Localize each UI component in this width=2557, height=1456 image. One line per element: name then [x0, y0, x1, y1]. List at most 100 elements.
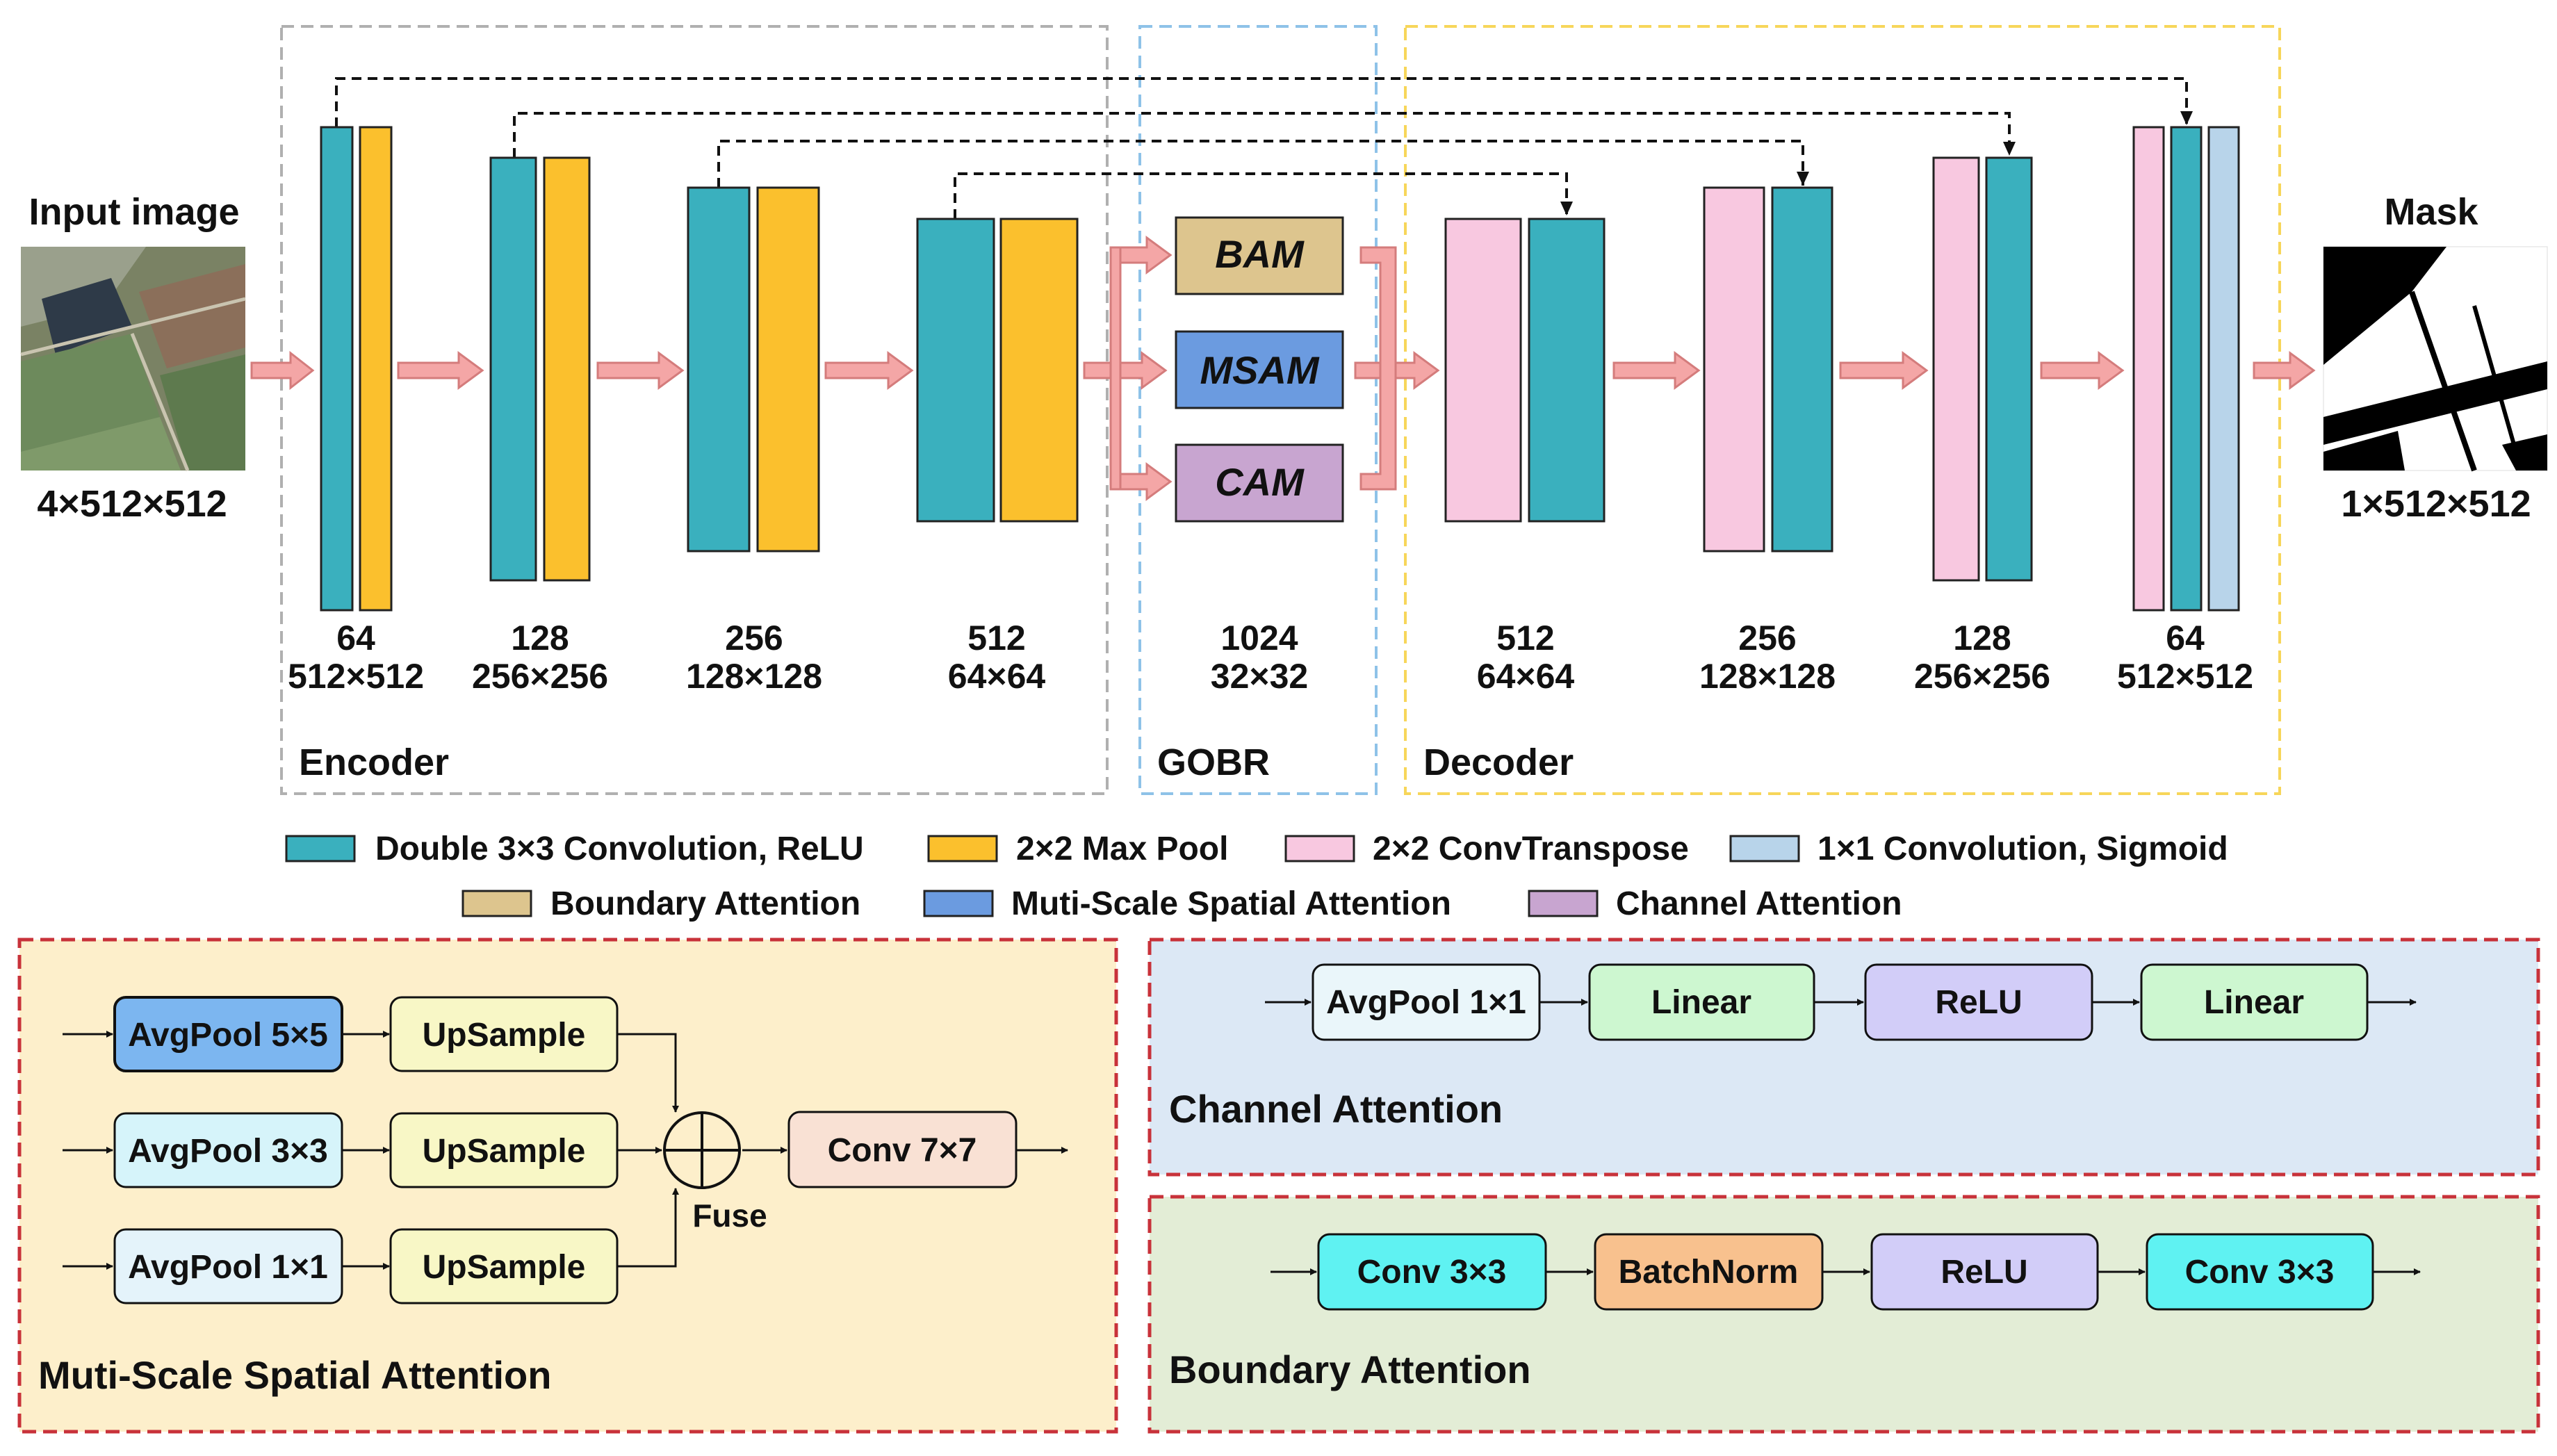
decoder-blocks	[1444, 126, 2240, 612]
e3-conv	[687, 186, 751, 553]
msa-up2: UpSample	[423, 1133, 586, 1170]
e2-size: 256×256	[472, 657, 608, 696]
cam-label: CAM	[1215, 460, 1305, 504]
legend-swatch-boundary	[461, 890, 532, 917]
e4-size: 64×64	[948, 657, 1046, 696]
ca-linear2: Linear	[2204, 984, 2304, 1021]
arrow-d2-d3	[1839, 351, 1929, 390]
arrow-d1-d2	[1612, 351, 1701, 390]
e1-pool	[359, 126, 393, 612]
msa-up1-box	[389, 996, 619, 1072]
bam-module	[1175, 216, 1344, 295]
d1-transpose	[1444, 218, 1522, 523]
d2-transpose	[1703, 186, 1765, 553]
d4-channels: 64	[2166, 619, 2205, 657]
e4-pool	[999, 218, 1079, 523]
ba-title: Boundary Attention	[1169, 1348, 1531, 1391]
skip-e1-d4	[335, 77, 2193, 127]
e4-channels: 512	[967, 619, 1025, 657]
msa-up3-box	[389, 1228, 619, 1304]
legend-swatch-conv	[285, 835, 356, 862]
msa-conv7-box	[787, 1111, 1018, 1188]
gobr-title: GOBR	[1157, 742, 1270, 783]
e2-conv	[489, 156, 537, 582]
e1-channels: 64	[336, 619, 375, 657]
legend-conv: Double 3×3 Convolution, ReLU	[375, 831, 864, 867]
msam-module	[1175, 330, 1344, 409]
d1-conv	[1528, 218, 1606, 523]
msam-label: MSAM	[1200, 348, 1319, 392]
ba-panel: Conv 3×3 BatchNorm ReLU Conv 3×3 Boundar…	[1147, 1195, 2540, 1434]
e3-size: 128×128	[686, 657, 822, 696]
ba-conv2-box	[2146, 1233, 2374, 1311]
gobr-split-bracket	[1109, 246, 1122, 491]
ba-conv1-box	[1317, 1233, 1547, 1311]
e1-size: 512×512	[288, 657, 424, 696]
fuse-sum-icon	[663, 1111, 741, 1189]
skip-connections	[335, 77, 2193, 219]
ca-relu: ReLU	[1935, 984, 2022, 1021]
ca-relu-box	[1864, 963, 2093, 1041]
msa-pool3-box	[113, 1112, 343, 1188]
msa-pool1: AvgPool 1×1	[128, 1249, 328, 1286]
output-title: Mask	[2384, 191, 2478, 233]
encoder-blocks	[320, 126, 1079, 612]
e4-conv	[916, 218, 995, 523]
e3-channels: 256	[725, 619, 783, 657]
ba-relu-box	[1870, 1233, 2099, 1311]
legend-swatch-pool	[927, 835, 998, 862]
msa-pool1-box	[113, 1228, 343, 1304]
d1-channels: 512	[1496, 619, 1554, 657]
d4-size: 512×512	[2117, 657, 2253, 696]
d2-size: 128×128	[1699, 657, 1836, 696]
arrow-input-e1	[250, 350, 315, 391]
legend: Double 3×3 Convolution, ReLU 2×2 Max Poo…	[285, 831, 2228, 922]
d1-size: 64×64	[1477, 657, 1575, 696]
legend-spatial: Muti-Scale Spatial Attention	[1011, 885, 1451, 922]
cam-module	[1175, 443, 1344, 523]
input-dims: 4×512×512	[37, 483, 227, 525]
msa-up3: UpSample	[423, 1249, 586, 1286]
skip-e3-d2	[717, 140, 1809, 188]
ca-pool: AvgPool 1×1	[1326, 984, 1526, 1021]
encoder-region	[280, 25, 1109, 795]
msa-pool3: AvgPool 3×3	[128, 1133, 328, 1170]
d3-size: 256×256	[1914, 657, 2050, 696]
legend-boundary: Boundary Attention	[550, 885, 860, 922]
ca-title: Channel Attention	[1169, 1087, 1503, 1131]
d4-conv	[2170, 126, 2203, 612]
legend-swatch-spatial	[923, 890, 994, 917]
arrow-to-cam	[1118, 462, 1173, 501]
e1-conv	[320, 126, 354, 612]
d4-transpose	[2132, 126, 2165, 612]
gobr-size: 32×32	[1211, 657, 1308, 696]
decoder-title: Decoder	[1423, 742, 1574, 783]
ba-relu: ReLU	[1941, 1254, 2027, 1291]
arrow-e4-gobr	[1083, 351, 1168, 390]
d3-channels: 128	[1953, 619, 2011, 657]
encoder-title: Encoder	[299, 742, 449, 783]
output-dims: 1×512×512	[2341, 483, 2531, 525]
msa-fuse: Fuse	[692, 1197, 767, 1234]
arrow-e1-e2	[397, 351, 484, 390]
skip-e2-d3	[513, 112, 2016, 158]
legend-transpose: 2×2 ConvTranspose	[1373, 831, 1689, 867]
input-title: Input image	[28, 191, 239, 233]
msa-panel: AvgPool 5×5 AvgPool 3×3 AvgPool 1×1 UpSa…	[17, 938, 1118, 1434]
gobr-channels: 1024	[1220, 619, 1298, 657]
e2-channels: 128	[511, 619, 569, 657]
skip-e4-d1	[954, 172, 1573, 219]
ca-linear1-box	[1588, 963, 1815, 1041]
d4-sigmoid	[2207, 126, 2240, 612]
arrow-d3-d4	[2040, 351, 2125, 390]
msa-up2-box	[389, 1112, 619, 1188]
legend-swatch-transpose	[1284, 835, 1355, 862]
gobr-region	[1138, 25, 1378, 795]
msa-title: Muti-Scale Spatial Attention	[38, 1353, 551, 1397]
legend-channel: Channel Attention	[1616, 885, 1902, 922]
legend-swatch-channel	[1528, 890, 1599, 917]
decoder-region	[1404, 25, 2281, 795]
ba-conv1: Conv 3×3	[1357, 1254, 1507, 1291]
msa-conv7: Conv 7×7	[828, 1132, 977, 1169]
